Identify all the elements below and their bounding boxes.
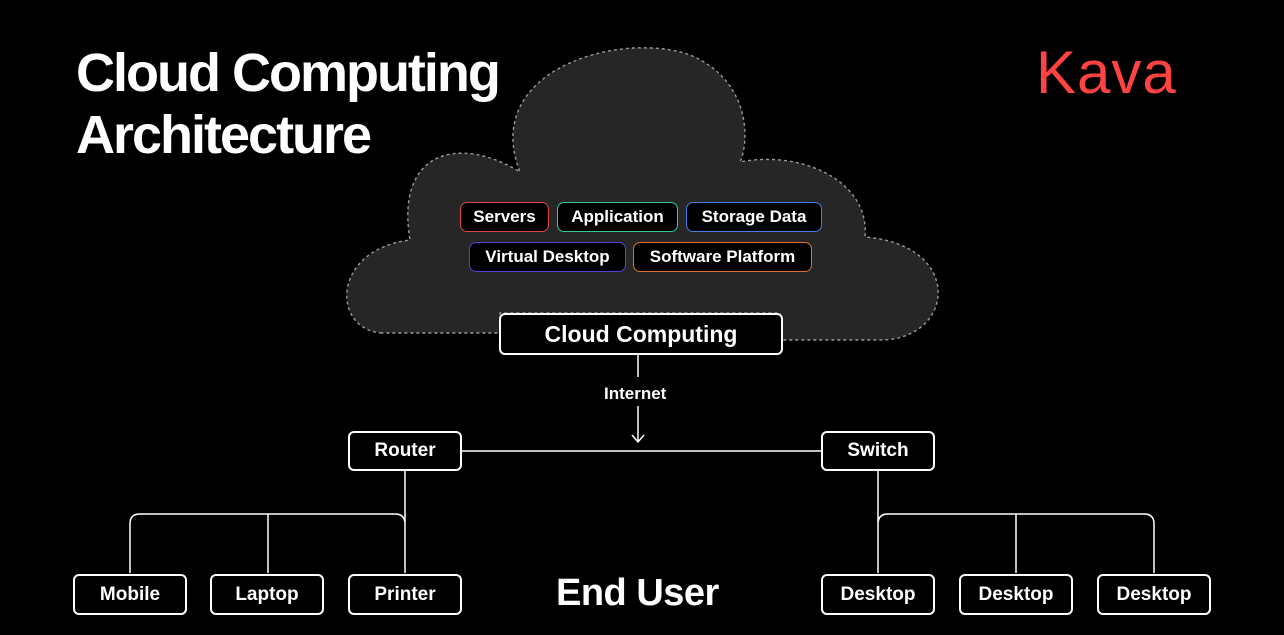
- device-desktop-1: Desktop: [821, 574, 935, 615]
- device-desktop-2: Desktop: [959, 574, 1073, 615]
- end-user-label: End User: [556, 572, 719, 614]
- router-box: Router: [348, 431, 462, 471]
- internet-arrowhead: [631, 434, 645, 444]
- device-desktop-3: Desktop: [1097, 574, 1211, 615]
- internet-label: Internet: [604, 384, 667, 403]
- service-application: Application: [557, 202, 678, 232]
- title-line-2: Architecture: [76, 105, 372, 165]
- service-virtual-desktop: Virtual Desktop: [469, 242, 626, 272]
- service-servers: Servers: [460, 202, 549, 232]
- switch-box: Switch: [821, 431, 935, 471]
- device-printer: Printer: [348, 574, 462, 615]
- device-laptop: Laptop: [210, 574, 324, 615]
- switch-tree: [877, 471, 1155, 573]
- title-line-1: Cloud Computing: [76, 43, 501, 103]
- router-tree: [129, 471, 406, 573]
- device-mobile: Mobile: [73, 574, 187, 615]
- kava-logo: Kava: [1036, 39, 1177, 106]
- service-storage-data: Storage Data: [686, 202, 822, 232]
- service-software-platform: Software Platform: [633, 242, 812, 272]
- diagram-title: Cloud Computing Architecture: [76, 42, 501, 166]
- cloud-computing-box: Cloud Computing: [499, 313, 783, 355]
